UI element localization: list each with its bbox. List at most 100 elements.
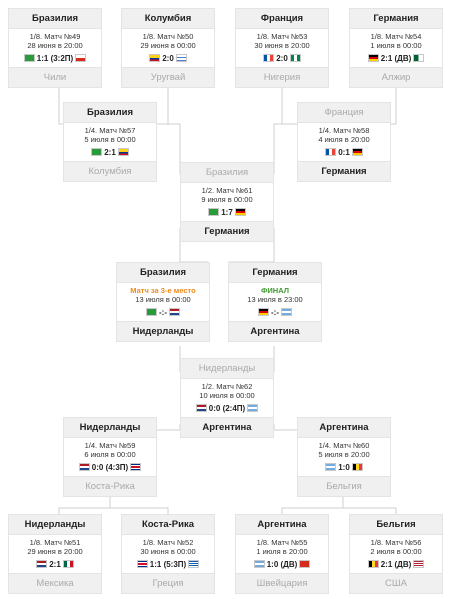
match-card-51[interactable]: Нидерланды 1/8. Матч №51 29 июня в 20:00…	[8, 514, 102, 594]
match-card-49[interactable]: Бразилия 1/8. Матч №49 28 июня в 20:00 1…	[8, 8, 102, 88]
team-germany[interactable]: Германия	[229, 263, 321, 283]
match-card-third-place[interactable]: Бразилия Матч за 3-е место 13 июля в 00:…	[116, 262, 210, 342]
nigeria-flag-icon	[289, 54, 301, 62]
match-stage: 1/8. Матч №53	[256, 32, 308, 41]
match-score: -:-	[159, 308, 167, 317]
match-stage: Матч за 3-е место	[130, 286, 196, 295]
match-date: 2 июля в 00:00	[370, 547, 422, 556]
team-costa-rica[interactable]: Коста-Рика	[122, 515, 214, 535]
match-score: 1:1 (5:3П)	[149, 560, 187, 569]
match-date: 13 июля в 23:00	[247, 295, 303, 304]
match-card-final[interactable]: Германия ФИНАЛ 13 июля в 23:00 -:- Арген…	[228, 262, 322, 342]
team-argentina[interactable]: Аргентина	[236, 515, 328, 535]
match-score: 0:1	[338, 148, 350, 157]
match-stage: 1/8. Матч №54	[370, 32, 422, 41]
match-date: 6 июля в 00:00	[84, 450, 136, 459]
match-date: 10 июля в 00:00	[199, 391, 255, 400]
match-score: 1:0	[338, 463, 350, 472]
brazil-flag-icon	[208, 208, 220, 216]
match-card-53[interactable]: Франция 1/8. Матч №53 30 июня в 20:00 2:…	[235, 8, 329, 88]
match-card-57[interactable]: Бразилия 1/4. Матч №57 5 июля в 00:00 2:…	[63, 102, 157, 182]
match-stage: 1/4. Матч №60	[318, 441, 370, 450]
match-date: 9 июля в 00:00	[201, 195, 253, 204]
france-flag-icon	[325, 148, 337, 156]
team-greece[interactable]: Греция	[122, 573, 214, 593]
team-netherlands[interactable]: Нидерланды	[117, 321, 209, 341]
match-score: 1:0 (ДВ)	[266, 560, 298, 569]
brazil-flag-icon	[23, 54, 35, 62]
greece-flag-icon	[188, 560, 200, 568]
costa-rica-flag-icon	[130, 463, 142, 471]
germany-flag-icon	[234, 208, 246, 216]
netherlands-flag-icon	[36, 560, 48, 568]
team-argentina[interactable]: Аргентина	[229, 321, 321, 341]
argentina-flag-icon	[281, 308, 292, 316]
match-stage: 1/2. Матч №62	[201, 382, 253, 391]
match-score: 1:1 (3:2П)	[36, 54, 74, 63]
match-card-61[interactable]: Бразилия 1/2. Матч №61 9 июля в 00:00 1:…	[180, 162, 274, 242]
match-card-52[interactable]: Коста-Рика 1/8. Матч №52 30 июня в 00:00…	[121, 514, 215, 594]
team-algeria[interactable]: Алжир	[350, 67, 442, 87]
team-france[interactable]: Франция	[236, 9, 328, 29]
team-colombia[interactable]: Колумбия	[64, 161, 156, 181]
costa-rica-flag-icon	[136, 560, 148, 568]
switzerland-flag-icon	[299, 560, 311, 568]
team-brazil[interactable]: Бразилия	[117, 263, 209, 283]
team-costa-rica[interactable]: Коста-Рика	[64, 476, 156, 496]
team-argentina[interactable]: Аргентина	[298, 418, 390, 438]
match-date: 30 июня в 20:00	[254, 41, 310, 50]
match-stage: 1/4. Матч №58	[318, 126, 370, 135]
team-mexico[interactable]: Мексика	[9, 573, 101, 593]
team-france[interactable]: Франция	[298, 103, 390, 123]
match-date: 5 июля в 00:00	[84, 135, 136, 144]
match-card-50[interactable]: Колумбия 1/8. Матч №50 29 июня в 00:00 2…	[121, 8, 215, 88]
match-date: 1 июля в 20:00	[256, 547, 308, 556]
match-date: 4 июля в 20:00	[318, 135, 370, 144]
match-date: 28 июня в 20:00	[27, 41, 83, 50]
team-switzerland[interactable]: Швейцария	[236, 573, 328, 593]
match-score: 2:1 (ДВ)	[380, 560, 412, 569]
match-date: 30 июня в 00:00	[140, 547, 196, 556]
team-netherlands[interactable]: Нидерланды	[64, 418, 156, 438]
team-germany[interactable]: Германия	[350, 9, 442, 29]
team-uruguay[interactable]: Уругвай	[122, 67, 214, 87]
match-score: 1:7	[221, 208, 233, 217]
team-colombia[interactable]: Колумбия	[122, 9, 214, 29]
match-date: 13 июля в 00:00	[135, 295, 191, 304]
match-score: -:-	[271, 308, 279, 317]
match-stage: 1/8. Матч №56	[370, 538, 422, 547]
match-card-58[interactable]: Франция 1/4. Матч №58 4 июля в 20:00 0:1…	[297, 102, 391, 182]
match-card-62[interactable]: Нидерланды 1/2. Матч №62 10 июля в 00:00…	[180, 358, 274, 438]
match-stage: 1/8. Матч №55	[256, 538, 308, 547]
chile-flag-icon	[75, 54, 87, 62]
uruguay-flag-icon	[175, 54, 187, 62]
team-belgium[interactable]: Бельгия	[350, 515, 442, 535]
team-germany[interactable]: Германия	[298, 161, 390, 181]
team-chile[interactable]: Чили	[9, 67, 101, 87]
match-score: 2:1	[104, 148, 116, 157]
team-netherlands[interactable]: Нидерланды	[181, 359, 273, 379]
team-brazil[interactable]: Бразилия	[64, 103, 156, 123]
brazil-flag-icon	[146, 308, 157, 316]
team-usa[interactable]: США	[350, 573, 442, 593]
team-nigeria[interactable]: Нигерия	[236, 67, 328, 87]
match-card-55[interactable]: Аргентина 1/8. Матч №55 1 июля в 20:00 1…	[235, 514, 329, 594]
colombia-flag-icon	[117, 148, 129, 156]
match-card-59[interactable]: Нидерланды 1/4. Матч №59 6 июля в 00:00 …	[63, 417, 157, 497]
team-argentina[interactable]: Аргентина	[181, 417, 273, 437]
match-score: 2:0	[162, 54, 174, 63]
match-card-54[interactable]: Германия 1/8. Матч №54 1 июля в 00:00 2:…	[349, 8, 443, 88]
match-date: 5 июля в 20:00	[318, 450, 370, 459]
netherlands-flag-icon	[169, 308, 180, 316]
team-belgium[interactable]: Бельгия	[298, 476, 390, 496]
match-score: 0:0 (2:4П)	[208, 404, 246, 413]
match-stage: 1/8. Матч №49	[29, 32, 81, 41]
match-card-56[interactable]: Бельгия 1/8. Матч №56 2 июля в 00:00 2:1…	[349, 514, 443, 594]
team-brazil[interactable]: Бразилия	[181, 163, 273, 183]
match-card-60[interactable]: Аргентина 1/4. Матч №60 5 июля в 20:00 1…	[297, 417, 391, 497]
match-date: 29 июня в 20:00	[27, 547, 83, 556]
team-germany[interactable]: Германия	[181, 221, 273, 241]
match-stage: 1/4. Матч №59	[84, 441, 136, 450]
team-netherlands[interactable]: Нидерланды	[9, 515, 101, 535]
team-brazil[interactable]: Бразилия	[9, 9, 101, 29]
